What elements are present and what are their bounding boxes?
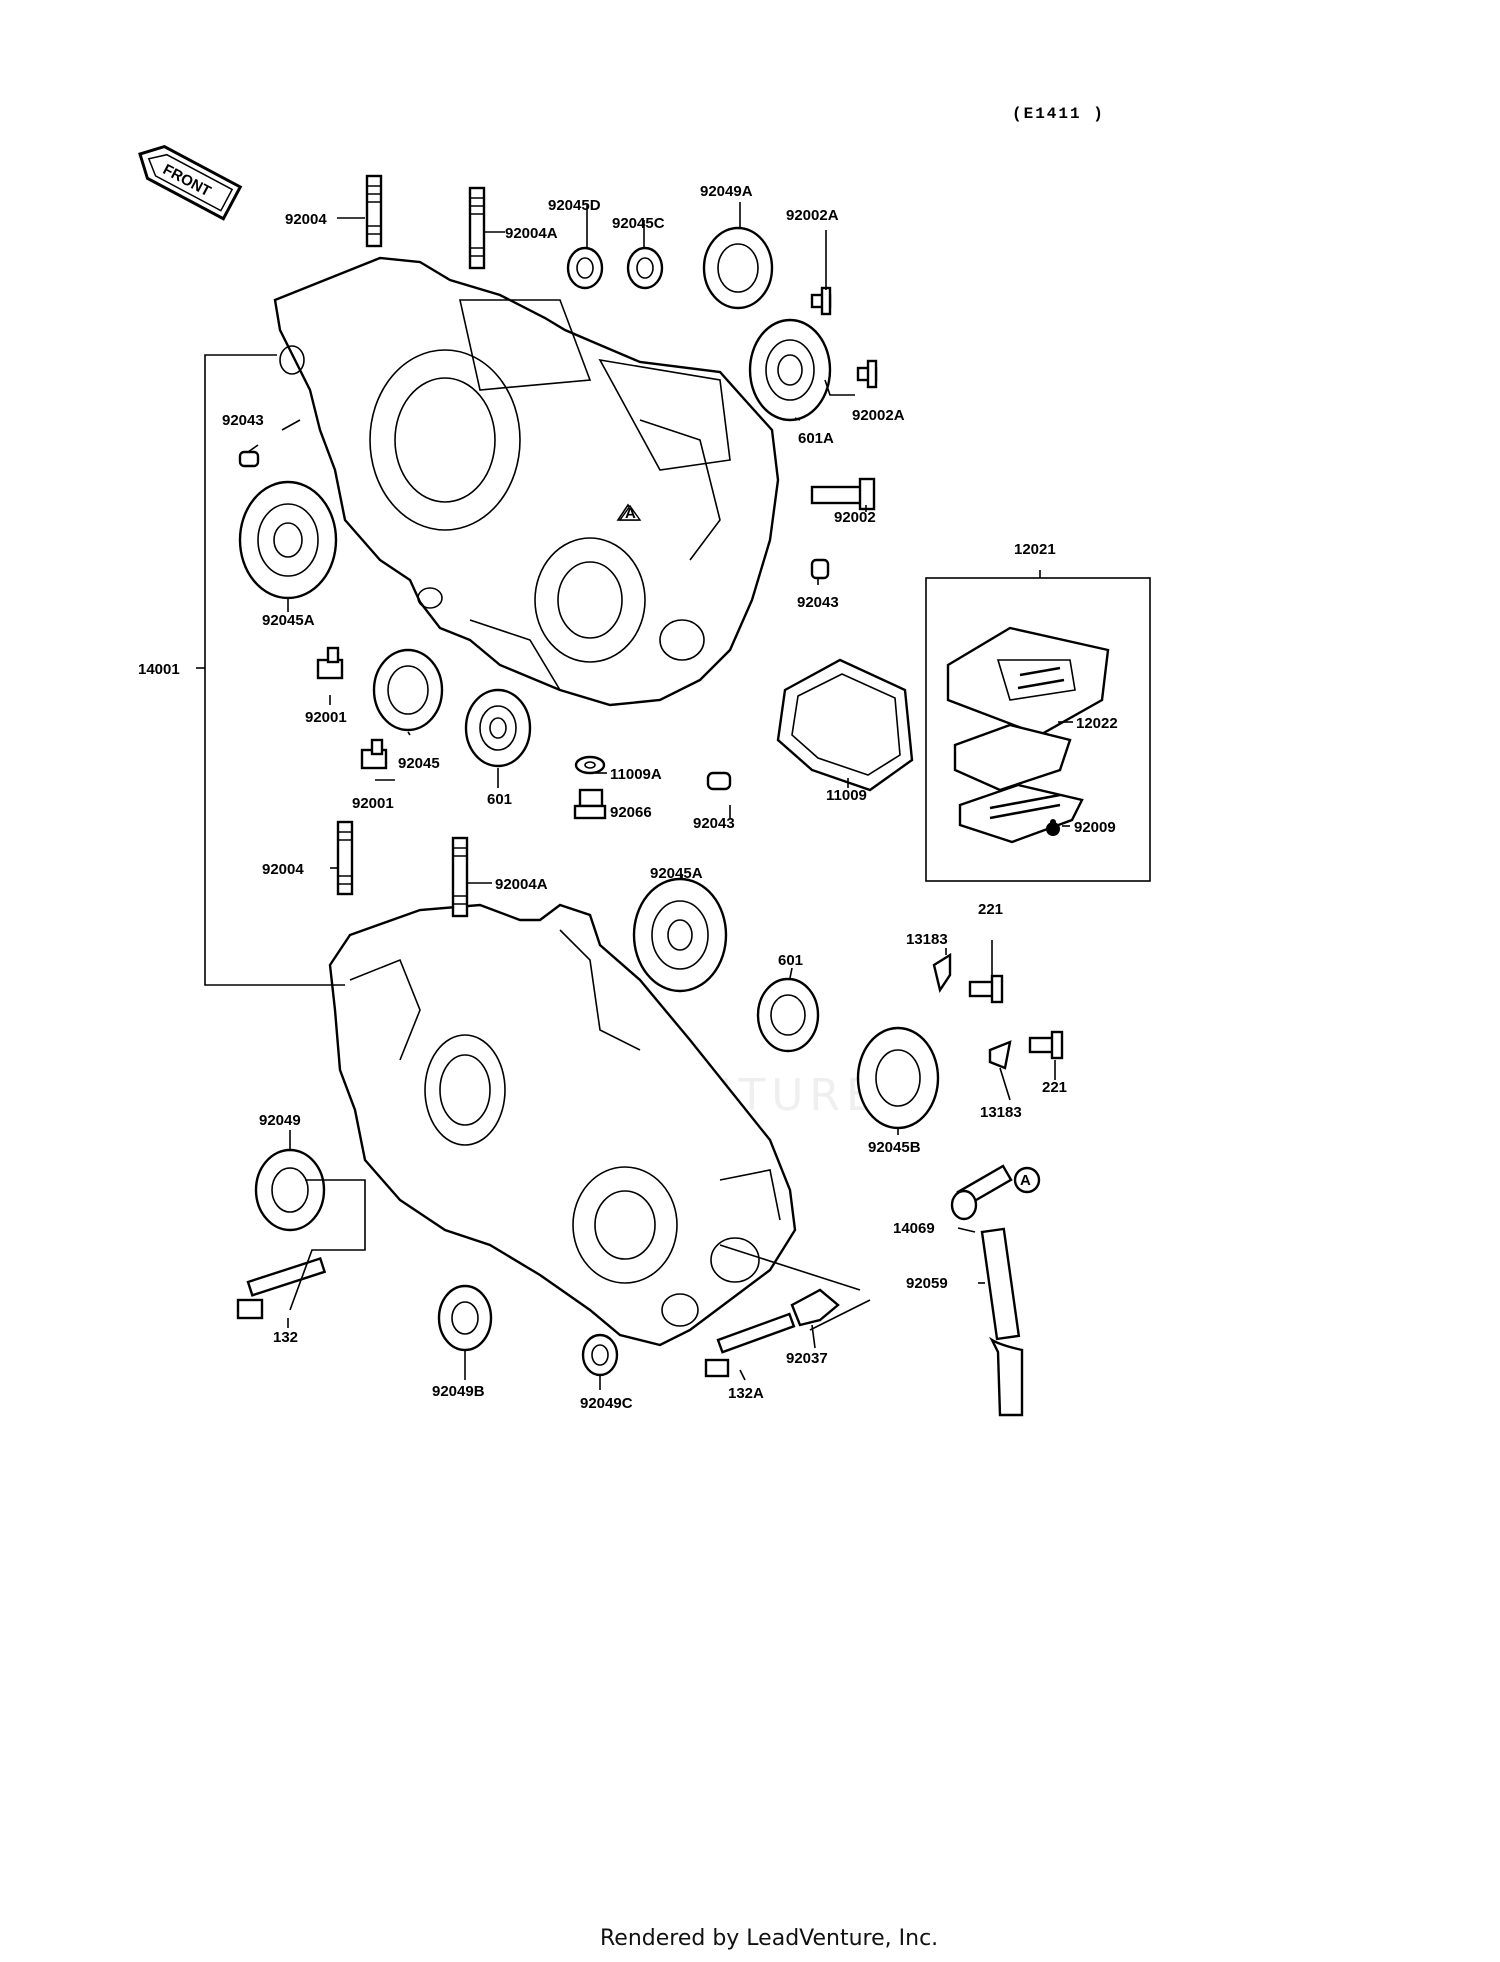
label-601A: 601A <box>798 430 834 447</box>
leader-lines <box>196 202 1073 1390</box>
label-92001-1: 92001 <box>305 709 347 726</box>
label-92049A: 92049A <box>700 183 753 200</box>
lower-crankcase-half <box>328 903 797 1347</box>
label-14069: 14069 <box>893 1220 935 1237</box>
label-92043-3: 92043 <box>693 815 735 832</box>
label-92049B: 92049B <box>432 1383 485 1400</box>
label-601-top: 601 <box>487 791 512 808</box>
label-92049: 92049 <box>259 1112 301 1129</box>
ref-A-top: A <box>625 505 636 522</box>
footer-credit: Rendered by LeadVenture, Inc. <box>600 1926 938 1951</box>
label-92045: 92045 <box>398 755 440 772</box>
diagram-reference-code: (E1411 ) <box>1012 105 1105 123</box>
ref-A-bottom: A <box>1020 1172 1031 1189</box>
front-direction-arrow: FRONT <box>138 144 243 221</box>
reed-valve-group-box <box>925 570 1151 882</box>
label-92004-bot: 92004 <box>262 861 304 878</box>
label-92049C: 92049C <box>580 1395 633 1412</box>
label-13183-2: 13183 <box>980 1104 1022 1121</box>
label-92045A-bot: 92045A <box>650 865 703 882</box>
label-601-bot: 601 <box>778 952 803 969</box>
gasket-part <box>776 658 914 792</box>
label-92043-2: 92043 <box>797 594 839 611</box>
label-92045D: 92045D <box>548 197 601 214</box>
label-92002A-1: 92002A <box>786 207 839 224</box>
label-11009A: 11009A <box>610 766 662 783</box>
label-13183-1: 13183 <box>906 931 948 948</box>
fasteners: A A <box>236 174 1064 1417</box>
label-92045C: 92045C <box>612 215 665 232</box>
label-92045A-top: 92045A <box>262 612 315 629</box>
label-132: 132 <box>273 1329 298 1346</box>
callout-labels: 92004 92004A 92045D 92045C 92049A 92002A… <box>138 183 1118 1412</box>
label-92037: 92037 <box>786 1350 828 1367</box>
label-12021: 12021 <box>1014 541 1056 558</box>
label-14001: 14001 <box>138 661 180 678</box>
label-221-1: 221 <box>978 901 1003 918</box>
label-92001-2: 92001 <box>352 795 394 812</box>
label-12022: 12022 <box>1076 715 1118 732</box>
label-221-2: 221 <box>1042 1079 1067 1096</box>
label-92059: 92059 <box>906 1275 948 1292</box>
label-92009: 92009 <box>1074 819 1116 836</box>
label-92066: 92066 <box>610 804 652 821</box>
label-92002: 92002 <box>834 509 876 526</box>
label-92043-1: 92043 <box>222 412 264 429</box>
label-92002A-2: 92002A <box>852 407 905 424</box>
bearings-and-seals <box>238 226 940 1377</box>
label-132A: 132A <box>728 1385 764 1402</box>
label-11009: 11009 <box>826 787 867 804</box>
label-92004A-bot: 92004A <box>495 876 548 893</box>
label-92004A-top: 92004A <box>505 225 558 242</box>
label-92045B: 92045B <box>868 1139 921 1156</box>
label-92004-top: 92004 <box>285 211 327 228</box>
upper-crankcase-half <box>273 256 780 707</box>
